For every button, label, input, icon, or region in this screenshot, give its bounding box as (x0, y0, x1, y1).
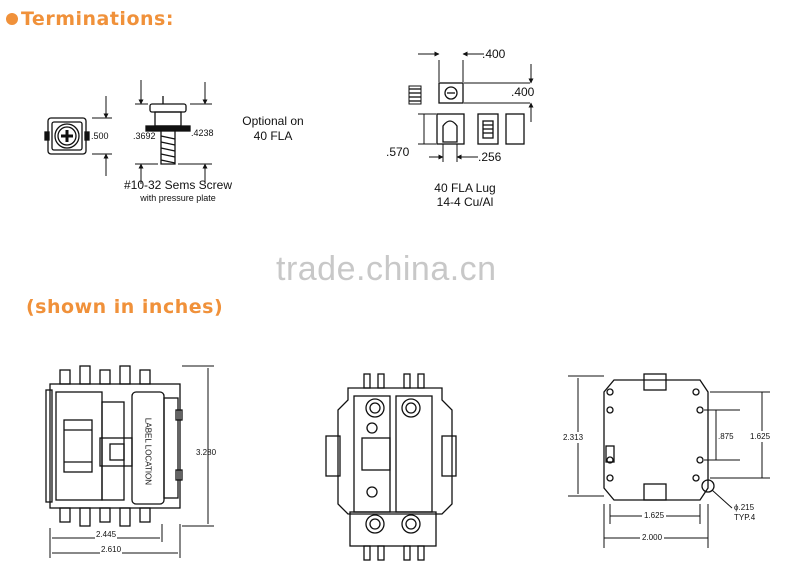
base-1625-vertical-label: 1.625 (750, 431, 771, 442)
width-2610-label: 2.610 (100, 545, 123, 554)
lug-256-dimension (429, 144, 478, 162)
terminations-heading: Terminations: (6, 8, 174, 30)
lug-570-dimension (418, 113, 436, 145)
screw-side-dimensions (135, 80, 212, 184)
lug-400-top-label: .400 (482, 47, 506, 61)
screw-subtitle: with pressure plate (140, 193, 216, 203)
lug-400-side-label: .400 (511, 85, 535, 99)
screw-500-label: .500 (91, 131, 109, 141)
screw-500-dimension (92, 96, 112, 176)
units-heading: (shown in inches) (26, 296, 224, 318)
base-2000-label: 2.000 (640, 533, 665, 542)
height-3280-label: 3.280 (196, 448, 217, 457)
contactor-base-view (603, 373, 715, 501)
base-875-label: .875 (718, 432, 734, 441)
lug-front-view (436, 113, 525, 145)
contactor-front-view (325, 373, 457, 561)
width-2445-label: 2.445 (95, 530, 118, 539)
lug-subtitle: 14-4 Cu/Al (436, 195, 494, 209)
screw-top-view (44, 117, 90, 155)
hole-diameter-label: ϕ.215 (734, 503, 755, 512)
optional-note: Optional on 40 FLA (232, 114, 314, 144)
optional-line2: 40 FLA (253, 129, 293, 143)
base-view-dimensions (568, 375, 770, 548)
watermark: trade.china.cn (276, 250, 497, 288)
contactor-side-view (45, 365, 183, 527)
bullet-icon (6, 13, 18, 25)
lug-256-label: .256 (478, 150, 502, 164)
screw-title: #10-32 Sems Screw (123, 178, 233, 192)
lug-570-label: .570 (386, 145, 410, 159)
base-2313-label: 2.313 (563, 432, 584, 443)
screw-side-view (145, 96, 191, 165)
hole-typ-label: TYP.4 (734, 513, 756, 522)
optional-line1: Optional on (242, 114, 304, 128)
lug-400-top-dimension (418, 51, 484, 82)
label-location-text: LABEL LOCATION (143, 417, 153, 486)
lug-top-view (408, 82, 530, 105)
screw-4238-label: .4238 (191, 128, 214, 138)
lug-title: 40 FLA Lug (434, 181, 496, 195)
terminations-heading-text: Terminations: (21, 8, 174, 30)
base-1625-horizontal-label: 1.625 (642, 511, 667, 520)
screw-3692-label: .3692 (133, 131, 156, 141)
